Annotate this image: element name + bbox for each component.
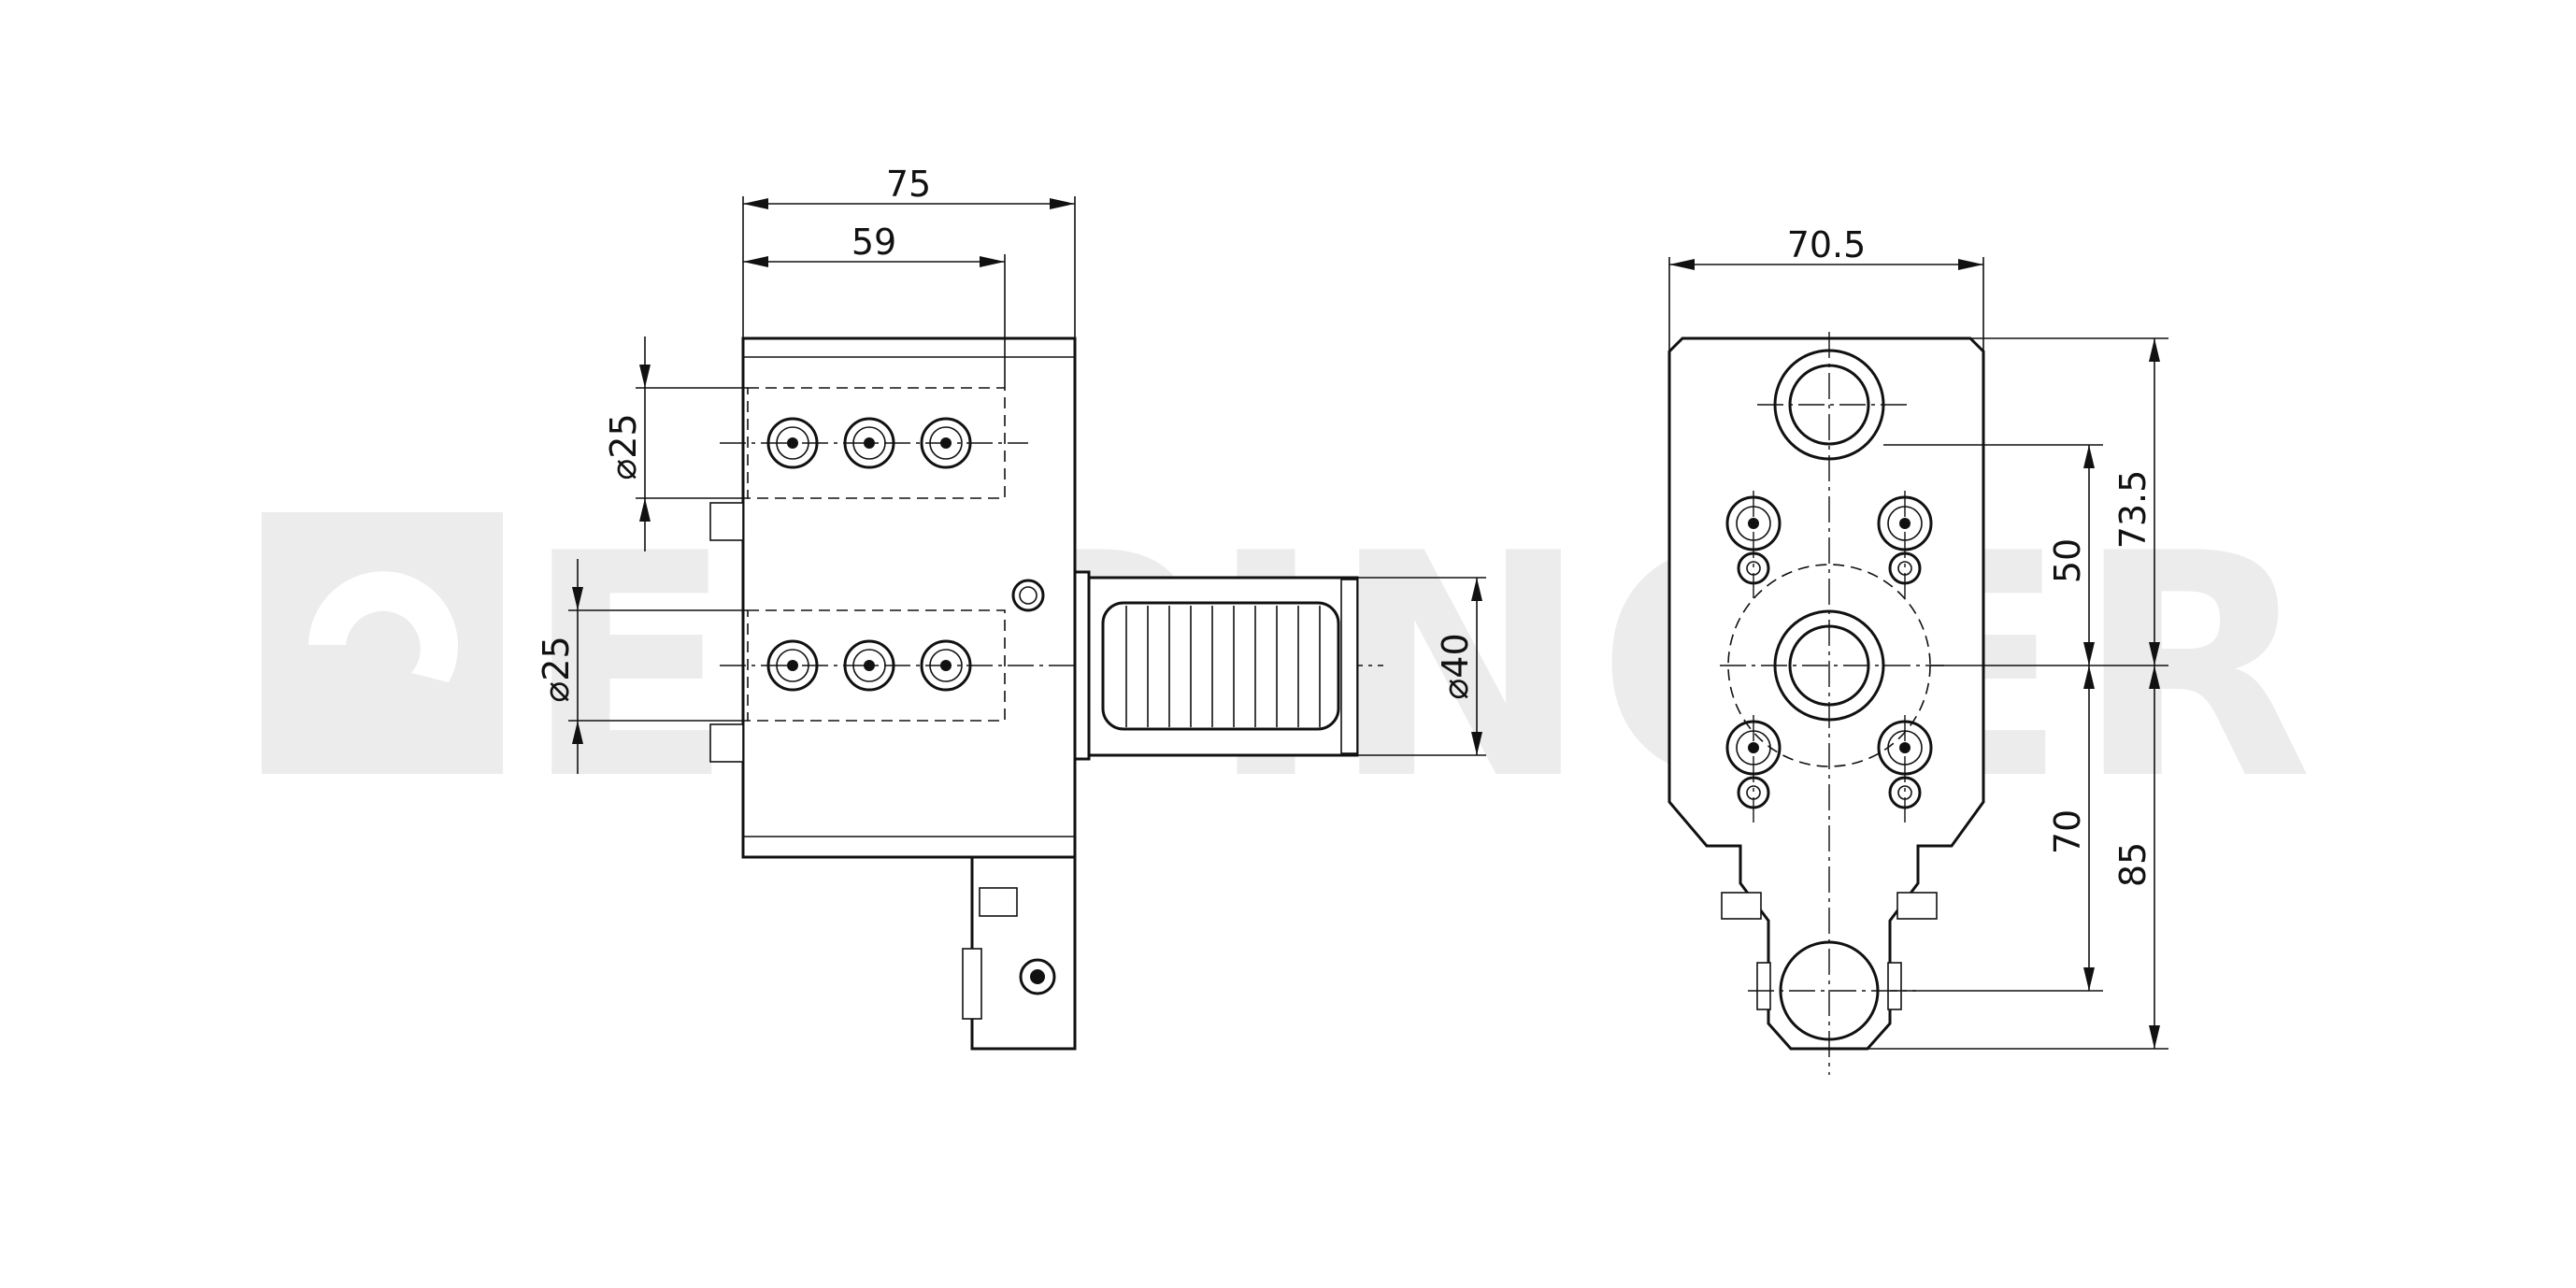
dim-front-lower-85: 85	[2112, 842, 2154, 887]
dim-front-height-upper: 73.5	[2112, 470, 2154, 550]
dim-front-center-spacing: 50	[2047, 538, 2088, 583]
dim-shank: ⌀40	[1435, 633, 1476, 699]
shank-serration	[1101, 601, 1340, 731]
screw-row-top	[766, 417, 972, 469]
watermark-logo-block	[262, 512, 503, 774]
side-mount	[970, 855, 1077, 1051]
front-upper-bore	[1773, 349, 1885, 461]
side-view: 75 59 ⌀25 ⌀25 ⌀40	[536, 164, 1486, 1051]
watermark-logo-mark	[308, 571, 458, 682]
mount-screw-icon	[1019, 958, 1056, 995]
front-center-bore	[1773, 609, 1885, 722]
dim-bore-top: ⌀25	[603, 413, 644, 479]
dim-front-lower-70: 70	[2047, 809, 2088, 854]
bore-slot-bottom	[747, 609, 1006, 722]
side-body	[741, 336, 1077, 859]
plug-icon	[1011, 579, 1045, 612]
dim-front-width: 70.5	[1787, 224, 1867, 265]
screw-row-bottom	[766, 639, 972, 692]
dim-side-width-inner: 59	[852, 222, 896, 263]
bore-slot-top	[747, 387, 1006, 499]
dim-bore-bottom: ⌀25	[536, 636, 577, 702]
dim-side-width-total: 75	[886, 164, 931, 205]
front-view: 70.5 73.5 50 70 85	[1667, 224, 2168, 1075]
